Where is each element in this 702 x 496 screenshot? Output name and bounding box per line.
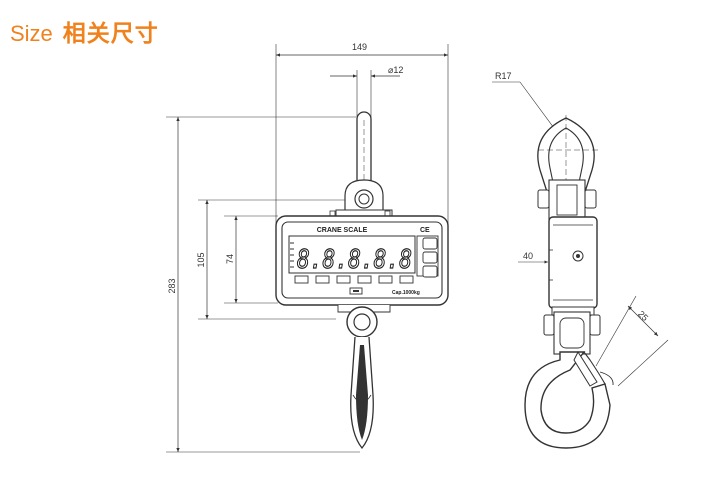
top-shackle	[329, 111, 393, 217]
capacity-label: Cap.1000kg	[392, 290, 420, 296]
dim-radius-label: R17	[495, 71, 512, 81]
status-indicators	[290, 242, 294, 268]
dim-body-height-label: 105	[196, 252, 206, 267]
title-english: Size	[10, 21, 53, 46]
dim-total-height-label: 283	[167, 278, 177, 293]
pin-diameter-dimension	[330, 70, 400, 118]
body-height-dimension	[198, 199, 350, 320]
width-dimension	[275, 44, 449, 232]
dim-hook-opening-label: 25	[636, 309, 650, 323]
title-chinese: 相关尺寸	[62, 21, 159, 47]
hook-opening-dimension	[595, 295, 669, 387]
side-shackle	[537, 115, 598, 221]
dim-display-height-label: 74	[225, 254, 235, 264]
ce-mark: CE	[420, 227, 430, 234]
front-view: 149 ⌀12 283 105 74	[166, 42, 449, 453]
display-height-dimension	[224, 215, 278, 304]
front-hook	[337, 305, 391, 450]
side-swivel	[543, 306, 601, 355]
key-buttons	[294, 275, 414, 284]
scale-body	[275, 215, 449, 306]
total-height-dimension	[166, 116, 360, 453]
side-hook	[524, 350, 614, 449]
display-digits: 8.8.8.8.8	[297, 245, 412, 275]
page-title: Size 相关尺寸	[10, 14, 159, 47]
brand-label: CRANE SCALE	[317, 227, 368, 234]
side-body	[548, 216, 598, 309]
side-view: R17 40	[492, 71, 669, 449]
dim-depth-label: 40	[523, 251, 533, 261]
dim-width-label: 149	[352, 42, 367, 52]
dim-pin-label: ⌀12	[388, 65, 403, 75]
